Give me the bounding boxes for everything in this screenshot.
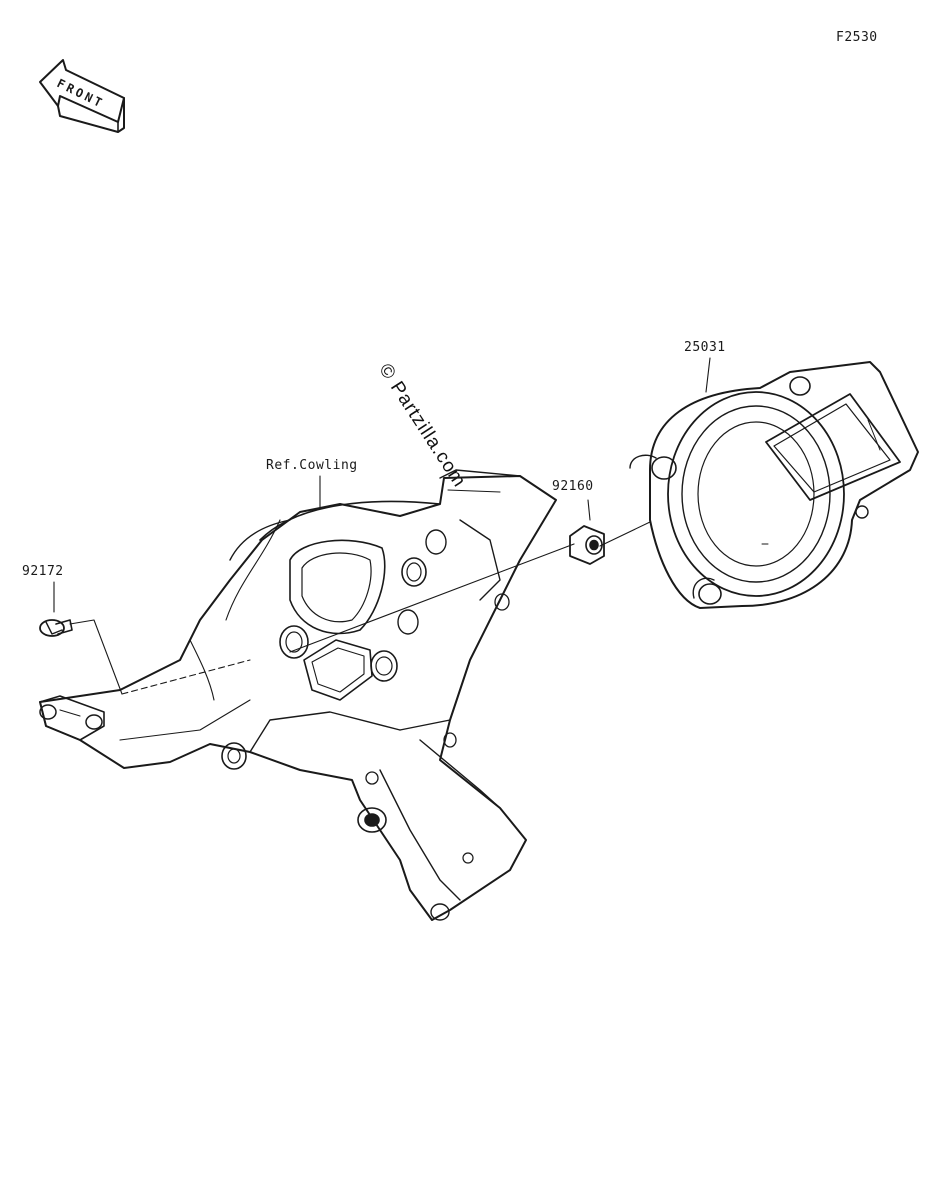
meter-assembly [629, 361, 919, 609]
front-arrow-icon: FRONT [39, 59, 125, 133]
cowling-bracket [39, 469, 557, 921]
grommet-part [569, 525, 605, 565]
callout-25031[interactable]: 25031 [684, 340, 726, 355]
bolt-part [39, 619, 73, 637]
callout-92172[interactable]: 92172 [22, 564, 64, 579]
diagram-code: F2530 [836, 30, 878, 45]
callout-92160[interactable]: 92160 [552, 479, 594, 494]
callout-ref-cowling[interactable]: Ref.Cowling [266, 458, 358, 473]
leader-lines [53, 357, 711, 695]
